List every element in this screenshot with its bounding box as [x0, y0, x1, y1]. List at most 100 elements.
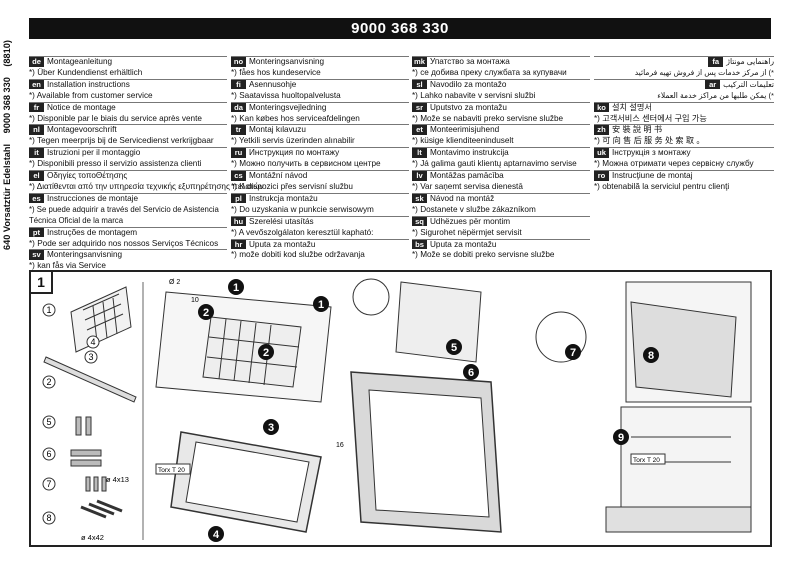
language-title: Montagevoorschrift	[47, 125, 117, 135]
dishwasher-view	[605, 281, 752, 533]
svg-text:10: 10	[191, 297, 199, 304]
part-callouts: 1 2 3 4 5 6 7 8	[42, 303, 100, 525]
language-note: *) Disponible par le biais du service ap…	[29, 113, 202, 123]
language-code-badge: ru	[231, 148, 246, 158]
language-title: Uputa za montažu	[249, 239, 316, 249]
part-callout: 7	[42, 477, 56, 491]
svg-text:6: 6	[46, 449, 51, 459]
language-note: *) Do uzyskania w punkcie serwisowym	[231, 204, 374, 214]
language-title: Montážní návod	[249, 171, 308, 181]
language-title: تعليمات التركيب	[723, 79, 774, 89]
side-label: 640 Vorsatztür Edelstahl 9000 368 330 (8…	[2, 40, 12, 250]
language-title: Uputstvo za montažu	[430, 102, 507, 112]
language-title: Szerelési utasítás	[249, 216, 314, 226]
language-code-badge: de	[29, 57, 44, 67]
language-note: *) A vevőszolgálaton keresztül kapható:	[231, 227, 374, 237]
language-title: راهنمایی مونتاژ	[726, 57, 774, 66]
language-heading: راهنمایی مونتاژfa	[594, 56, 774, 68]
svg-text:Ø 2: Ø 2	[169, 279, 180, 286]
svg-text:3: 3	[268, 422, 274, 434]
panel-number: 1	[31, 272, 53, 294]
language-code-badge: lt	[412, 148, 427, 158]
svg-text:8: 8	[648, 350, 654, 362]
language-title: Instruções de montagem	[47, 227, 138, 237]
language-code-badge: fa	[708, 57, 724, 67]
step-callout: 6	[463, 364, 479, 380]
language-title: Οδηγίες τοποΘέτησης	[47, 171, 128, 181]
installation-figure-panel: 1	[29, 270, 772, 547]
language-title: Instrukcja montażu	[249, 193, 318, 203]
language-title: Montāžas pamācība	[430, 171, 504, 181]
language-code-badge: tr	[231, 125, 246, 135]
language-code-badge: fi	[231, 79, 246, 90]
language-note: *) Može se dobiti preko servisne službe	[412, 250, 555, 260]
svg-text:5: 5	[46, 417, 51, 427]
language-note: *) Var saņemt servisa dienestā	[412, 181, 523, 191]
detail-zoom-circle-top	[352, 278, 390, 316]
language-code-badge: bs	[412, 239, 427, 249]
language-code-badge: no	[231, 57, 246, 67]
step-callout: 4	[208, 526, 224, 542]
svg-text:8: 8	[46, 513, 51, 523]
language-title: Інструкція з монтажу	[612, 148, 691, 158]
svg-text:2: 2	[46, 377, 51, 387]
svg-text:4: 4	[213, 529, 220, 541]
language-code-badge: uk	[594, 148, 609, 158]
language-note: *) يمكن طلبها من مراكز خدمة العملاء	[657, 90, 774, 100]
svg-text:6: 6	[468, 367, 474, 379]
step-callout: 1	[228, 279, 244, 295]
svg-text:4: 4	[90, 337, 95, 347]
svg-text:2: 2	[203, 307, 209, 319]
language-note: *) Available from customer service	[29, 90, 153, 100]
language-title: 安 裝 說 明 书	[612, 125, 663, 135]
language-note: *) Sigurohet nëpërmjet servisit	[412, 227, 522, 237]
language-code-badge: es	[29, 193, 44, 204]
side-label-product: 640 Vorsatztür Edelstahl	[2, 143, 12, 250]
language-code-badge: it	[29, 148, 44, 158]
language-code-badge: sk	[412, 193, 427, 204]
svg-text:7: 7	[570, 347, 576, 359]
language-code-badge: hr	[231, 239, 246, 249]
language-title: Installation instructions	[47, 79, 130, 89]
step-callout: 9	[613, 429, 629, 445]
language-note: *) Kan købes hos serviceafdelingen	[231, 113, 360, 123]
svg-text:2: 2	[263, 347, 269, 359]
language-title: Montageanleitung	[47, 57, 113, 66]
language-title: Instrucţiune de montaj	[612, 171, 693, 181]
side-label-number: 9000 368 330	[2, 77, 12, 134]
language-title: Navodilo za montažo	[430, 79, 507, 89]
language-code-badge: sq	[412, 216, 427, 227]
language-code-badge: da	[231, 102, 246, 113]
language-code-badge: pt	[29, 227, 44, 238]
template-sheet-drawing	[70, 286, 132, 353]
door-frame-view	[170, 431, 322, 533]
language-note: *) 可 向 售 后 服 务 处 索 取 。	[594, 136, 705, 146]
language-code-badge: nl	[29, 125, 44, 135]
language-note: *) Yetkili servis üzerinden alınabilir	[231, 136, 355, 146]
language-note: *) kan fås via Service	[29, 261, 106, 271]
language-title: Návod na montáž	[430, 193, 495, 203]
step-callout: 5	[446, 339, 462, 355]
language-code-badge: sv	[29, 250, 44, 260]
language-column: راهنمایی مونتاژfa*) از مرکز خدمات پس از …	[594, 56, 774, 193]
language-note: *) Pode ser adquirido nos nossos Serviço…	[29, 238, 219, 248]
